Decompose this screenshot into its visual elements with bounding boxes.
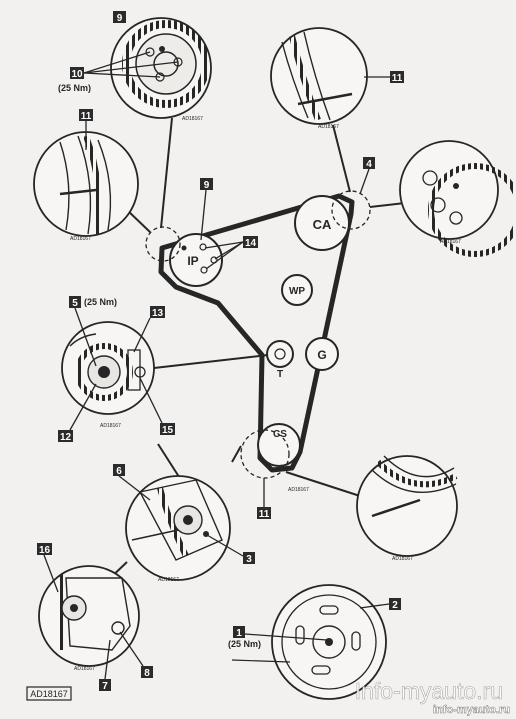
inset-top-gear-code: AD18167 (182, 116, 203, 122)
ref-circle-ca (331, 190, 371, 230)
svg-text:7: 7 (102, 681, 108, 692)
torque-10: (25 Nm) (58, 83, 91, 93)
timing-belt (158, 193, 355, 473)
svg-text:1: 1 (236, 628, 242, 639)
inset-bracket-middle-code: AD18167 (158, 577, 179, 583)
inset-belt-upper-left: AD18167 (33, 131, 139, 242)
svg-text:14: 14 (245, 238, 257, 249)
label-5: 5 (69, 296, 97, 367)
svg-text:11: 11 (81, 111, 92, 122)
pulley-t: T (266, 340, 294, 380)
svg-text:8: 8 (144, 668, 150, 679)
svg-text:11: 11 (392, 73, 403, 84)
label-15: 15 (139, 377, 175, 436)
label-9-top: 9 (113, 11, 126, 24)
pulley-ip-label: IP (187, 254, 198, 268)
pulley-g: G (305, 337, 339, 371)
pulley-g-label: G (317, 348, 326, 362)
inset-gear-right: AD18167 (399, 140, 516, 257)
svg-text:4: 4 (366, 159, 372, 170)
cs-code: AD18167 (288, 487, 309, 493)
svg-text:5: 5 (72, 298, 78, 309)
svg-text:9: 9 (117, 13, 123, 24)
svg-text:10: 10 (71, 69, 83, 80)
inset-belt-lower-right: AD18167 (356, 455, 458, 562)
inset-tensioner-code: AD18167 (100, 423, 121, 429)
inset-top-gear: AD18167 (110, 17, 212, 122)
label-16: 16 (37, 543, 59, 593)
label-9-mid: 9 (200, 178, 213, 241)
label-12: 12 (58, 383, 97, 443)
svg-text:12: 12 (60, 432, 72, 443)
torque-5: (25 Nm) (84, 297, 117, 307)
crankshaft-pulley (231, 584, 387, 700)
ref-circle-cs (240, 429, 290, 479)
label-8: 8 (119, 631, 153, 679)
inset-gear-right-code: AD18167 (440, 239, 461, 245)
inset-tensioner: AD18167 (61, 321, 155, 429)
watermark-large: Info-myauto.ru (355, 678, 503, 704)
label-2: 2 (359, 598, 401, 611)
svg-text:6: 6 (116, 466, 122, 477)
inset-belt-upper-right-code: AD18167 (318, 124, 339, 130)
inset-bottom-left: AD18167 (38, 565, 140, 672)
watermark-small: info-myauto.ru (433, 704, 510, 716)
pulley-ca-label: CA (313, 217, 332, 232)
inset-bottom-left-code: AD18167 (74, 666, 95, 672)
inset-belt-lower-right-code: AD18167 (392, 556, 413, 562)
pulley-ip: IP (169, 233, 223, 287)
inset-belt-upper-left-code: AD18167 (70, 236, 91, 242)
callout-labels: 9 10 (25 Nm) 11 11 9 4 (37, 11, 404, 692)
label-14: 14 (204, 236, 258, 270)
label-11-right: 11 (364, 71, 404, 84)
svg-text:16: 16 (39, 545, 51, 556)
torque-1: (25 Nm) (228, 639, 261, 649)
pulley-ca: CA (294, 195, 350, 251)
pulley-t-label: T (277, 369, 283, 380)
label-13: 13 (133, 306, 165, 353)
svg-text:2: 2 (392, 600, 398, 611)
figure-code: AD18167 (26, 686, 72, 701)
ref-circle-ip (145, 226, 181, 262)
label-11-left: 11 (79, 109, 93, 150)
label-6: 6 (113, 464, 151, 501)
label-1: 1 (233, 626, 328, 641)
svg-text:15: 15 (162, 425, 174, 436)
label-11-bottom: 11 (257, 478, 271, 520)
inset-bracket-middle: AD18167 (125, 475, 231, 583)
svg-text:9: 9 (204, 180, 210, 191)
label-10: 10 (70, 51, 179, 80)
svg-text:13: 13 (152, 308, 164, 319)
pulley-cs-label: CS (273, 429, 287, 440)
pulley-cs: CS (257, 423, 301, 467)
svg-text:11: 11 (259, 509, 270, 520)
label-3: 3 (206, 534, 255, 565)
pulley-wp-label: WP (289, 286, 305, 297)
figure-code-text: AD18167 (30, 689, 68, 699)
inset-belt-upper-right: AD18167 (270, 27, 368, 130)
label-4: 4 (359, 157, 375, 195)
pulley-wp: WP (281, 274, 313, 306)
label-7: 7 (99, 639, 111, 692)
svg-text:3: 3 (246, 554, 252, 565)
